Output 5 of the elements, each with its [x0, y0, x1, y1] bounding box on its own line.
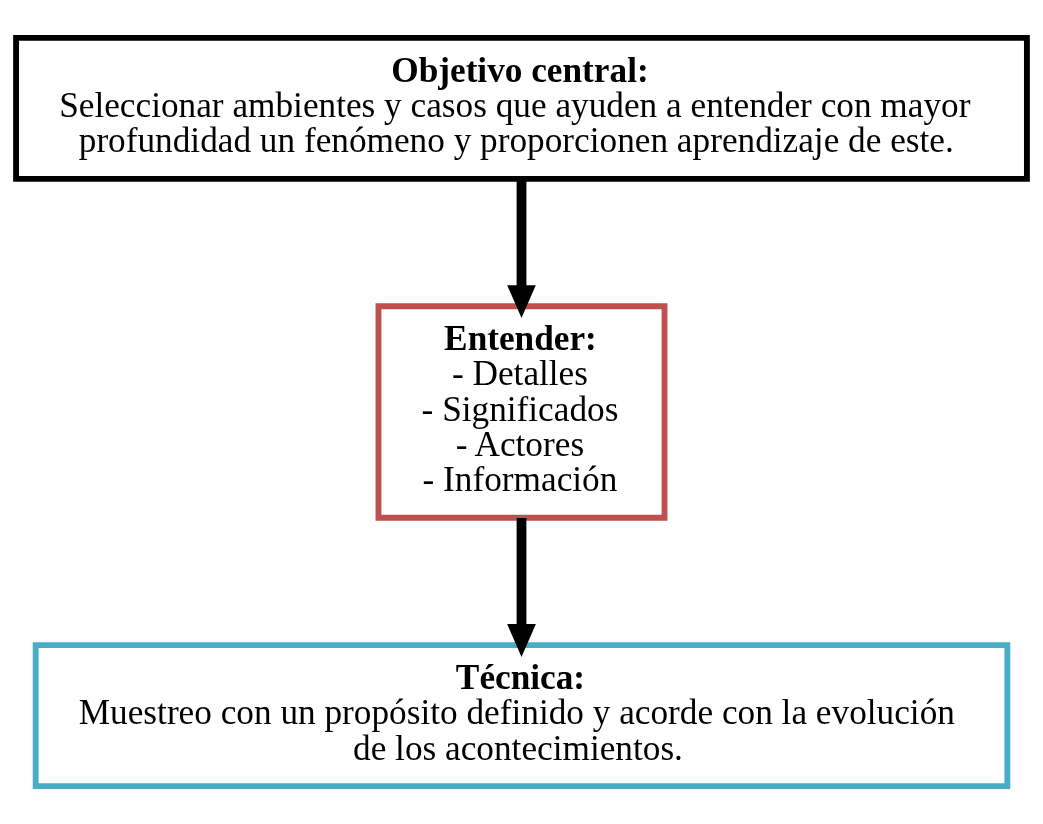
node-box: Objetivo central: Seleccionar ambientes y casos que ayuden a entender con mayor profundidad un fenómeno y proporcionen aprendizaje de este. [13, 34, 1030, 182]
node-box: Entender: - Detalles - Significados - Actores - Información [375, 303, 668, 521]
node-box: Técnica: Muestreo con un propósito definido y acorde con la evolución de los acontecimientos. [32, 642, 1011, 790]
arrow [507, 179, 536, 318]
arrow [507, 517, 536, 657]
